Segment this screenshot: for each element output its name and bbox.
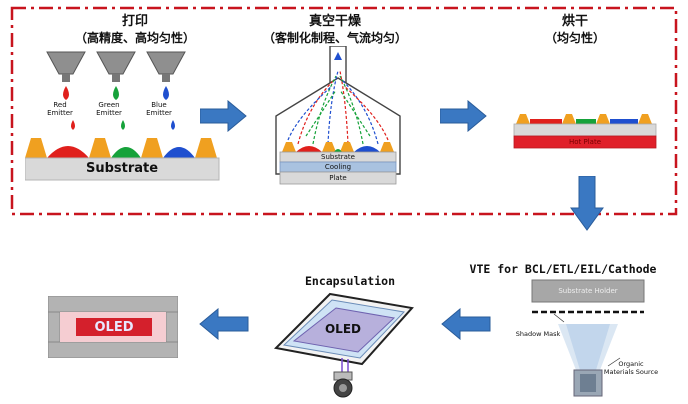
green-droplet-icon [121, 120, 125, 130]
nozzle-icon [146, 51, 186, 82]
encapsulation-illustration [273, 292, 414, 398]
stage3-title: 烘干 [561, 14, 588, 29]
stage2-title: 真空干燥 [308, 14, 361, 29]
blue-droplet-icon [171, 120, 175, 130]
arrow-down-icon [570, 176, 604, 231]
shadow-mask-label: Shadow Mask [515, 330, 561, 338]
oled-panel-illustration [48, 296, 178, 358]
vte-illustration [531, 279, 645, 397]
materials-source-label: Organic Materials Source [603, 360, 659, 376]
arrow-left-icon [441, 308, 491, 340]
printing-illustration [25, 51, 220, 181]
stage3-subtitle: （均匀性） [544, 31, 605, 45]
nozzle-icon [46, 51, 86, 82]
vacuum-chamber-illustration [275, 46, 401, 185]
stage2-plate-label: Plate [329, 174, 347, 182]
stage5-oled-label: OLED [324, 322, 361, 336]
blue-droplet-icon [163, 86, 169, 100]
stage6-oled-label: OLED [94, 320, 134, 335]
stage1-subtitle: （高精度、高均匀性） [74, 31, 195, 45]
red-droplet-icon [63, 86, 69, 100]
green-emitter-label: Green Emitter [96, 101, 122, 117]
red-emitter-label: Red Emitter [47, 101, 73, 117]
red-droplet-icon [71, 120, 75, 130]
stage2-substrate-label: Substrate [321, 153, 355, 161]
green-droplet-icon [113, 86, 119, 100]
stage1-substrate-label: Substrate [85, 161, 159, 176]
blue-emitter-label: Blue Emitter [146, 101, 172, 117]
arrow-right-icon [440, 100, 487, 132]
stage2-subtitle: （客制化制程、气流均匀） [262, 31, 407, 45]
arrow-left-icon [199, 308, 249, 340]
baking-illustration [513, 114, 657, 149]
arrow-right-icon [200, 100, 247, 132]
stage4-title: VTE for BCL/ETL/EIL/Cathode [469, 262, 657, 276]
nozzle-icon [96, 51, 136, 82]
stage5-title: Encapsulation [304, 274, 395, 288]
stage2-cooling-label: Cooling [324, 163, 352, 171]
hot-plate-label: Hot Plate [568, 138, 602, 146]
stage1-title: 打印 [121, 14, 148, 29]
substrate-holder-label: Substrate Holder [558, 287, 618, 295]
